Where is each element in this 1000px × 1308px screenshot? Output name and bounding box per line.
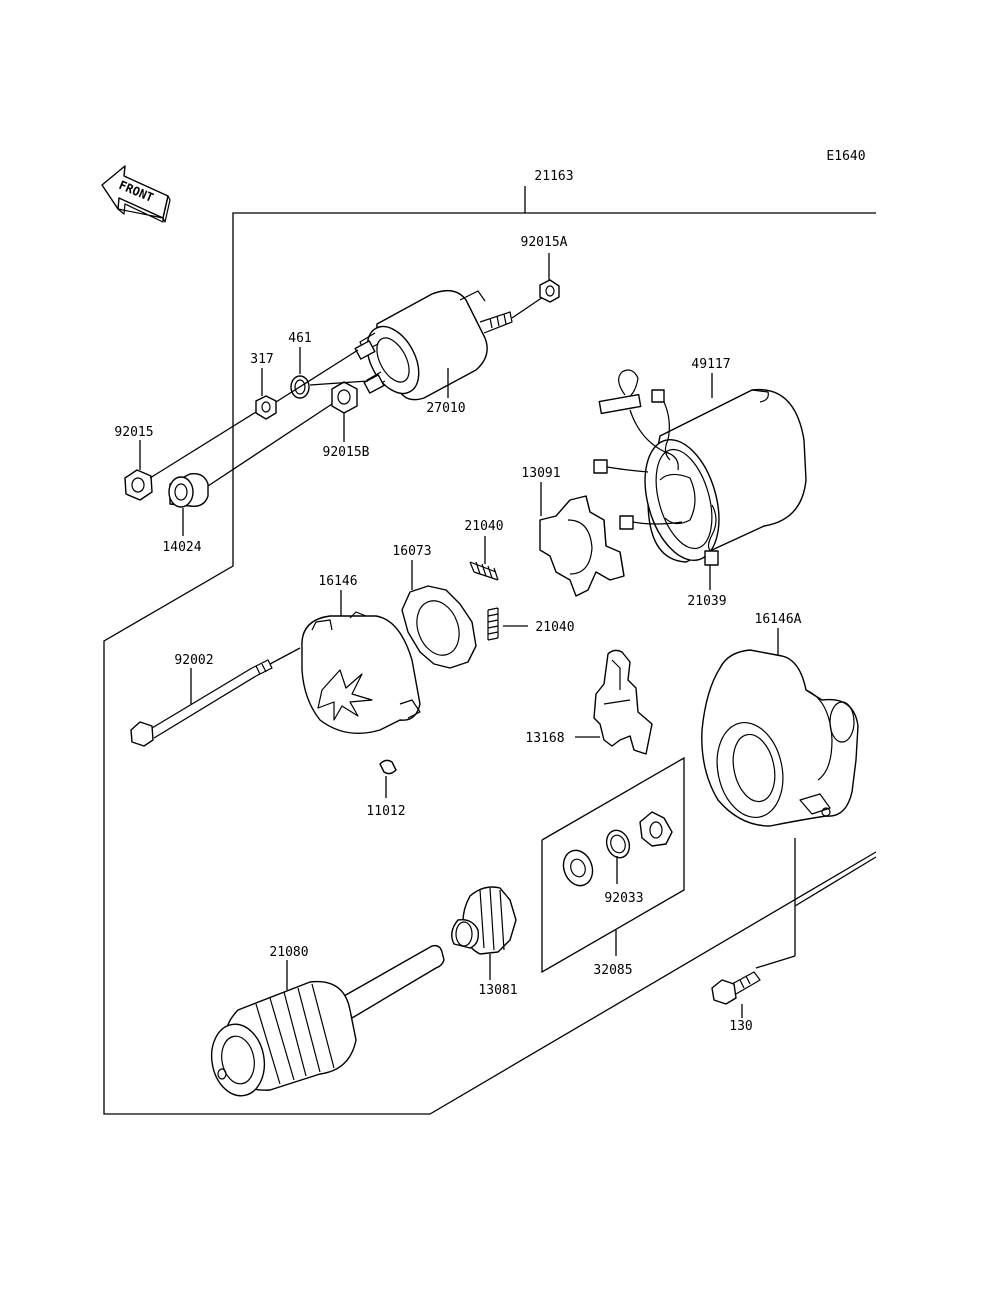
bolt-130	[711, 971, 761, 1005]
plug-11012	[379, 759, 397, 775]
ring-set-parts	[562, 811, 673, 887]
part-label-92015a: 92015A	[521, 235, 568, 250]
part-label-21040-lower: 21040	[535, 620, 574, 635]
solenoid-switch	[354, 289, 513, 401]
brush-wires	[593, 369, 719, 566]
part-label-21040-upper: 21040	[464, 519, 503, 534]
through-bolt-92002	[130, 659, 273, 747]
nut-92015	[124, 469, 153, 501]
part-label-92015: 92015	[114, 425, 153, 440]
armature-21080	[210, 944, 445, 1097]
nut-317	[255, 395, 277, 420]
diagram-code: E1640	[826, 149, 865, 164]
clutch-13081	[451, 886, 517, 955]
yoke-49117	[644, 388, 807, 563]
part-label-13091: 13091	[521, 466, 560, 481]
part-label-14024: 14024	[162, 540, 201, 555]
part-label-461: 461	[288, 331, 311, 346]
part-label-92002: 92002	[174, 653, 213, 668]
ring-set-box-32085	[541, 756, 685, 974]
part-label-11012: 11012	[366, 804, 405, 819]
part-label-13168: 13168	[525, 731, 564, 746]
part-label-92015b: 92015B	[323, 445, 370, 460]
lever-13168	[593, 649, 653, 755]
part-label-317: 317	[250, 352, 273, 367]
assembly-boundary	[103, 186, 877, 1115]
front-direction-arrow: FRONT	[101, 165, 171, 223]
part-label-49117: 49117	[691, 357, 730, 372]
part-label-32085: 32085	[593, 963, 632, 978]
part-label-13081: 13081	[478, 983, 517, 998]
part-label-21039: 21039	[687, 594, 726, 609]
nut-92015a	[539, 279, 560, 303]
spring-21040-lower	[487, 607, 499, 641]
part-label-16146a: 16146A	[755, 612, 802, 627]
part-label-16073: 16073	[392, 544, 431, 559]
housing-16146a	[701, 649, 859, 827]
plate-16073	[401, 585, 477, 669]
brush-holder-13091	[539, 495, 625, 597]
part-label-21080: 21080	[269, 945, 308, 960]
part-label-16146: 16146	[318, 574, 357, 589]
spring-21040-upper	[469, 561, 499, 581]
nut-92015b	[331, 381, 358, 414]
washer-461	[290, 375, 310, 399]
part-label-21163: 21163	[534, 169, 573, 184]
part-label-130: 130	[729, 1019, 752, 1034]
boot-14024	[168, 473, 209, 508]
part-label-92033: 92033	[604, 891, 643, 906]
part-label-27010: 27010	[426, 401, 465, 416]
cover-16146	[301, 611, 421, 735]
